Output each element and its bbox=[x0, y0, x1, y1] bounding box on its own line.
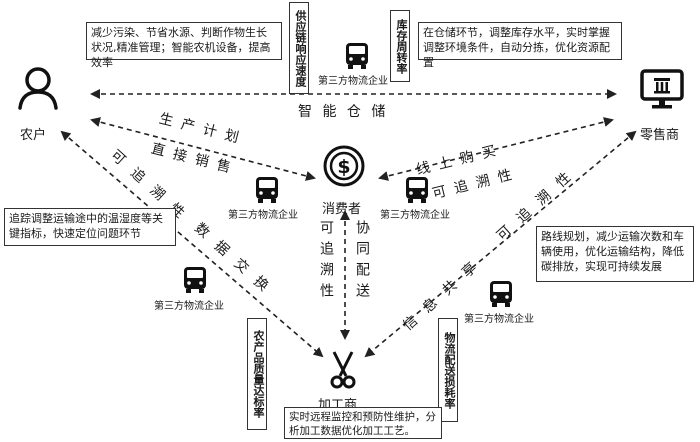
info-box-warehouse: 在仓储环节，调整库存水平，实时掌握调整环境条件，自动分拣，优化资源配置 bbox=[418, 22, 622, 69]
edge-label-coordinated-delivery: 协同配送 bbox=[354, 220, 370, 304]
logistics-label-left-upper: 第三方物流企业 bbox=[228, 210, 298, 221]
info-box-tracking: 追踪调整运输途中的温湿度等关键指标，快速定位问题环节 bbox=[4, 208, 176, 246]
edge-farmer-processor bbox=[60, 130, 324, 358]
node-retailer-label: 零售商 bbox=[640, 128, 680, 143]
logistics-label-left-lower: 第三方物流企业 bbox=[154, 301, 224, 312]
logistics-label-top: 第三方物流企业 bbox=[318, 76, 388, 87]
metric-logistics-loss: 物流配送损耗率 bbox=[438, 318, 458, 422]
svg-text:$: $ bbox=[337, 156, 350, 178]
info-box-farmer: 减少污染、节省水源、判断作物生长状况,精准管理；智能农机设备，提高效率 bbox=[86, 22, 282, 69]
edge-label-traceability-center: 可追溯性 bbox=[318, 220, 334, 304]
logistics-label-right: 第三方物流企业 bbox=[464, 314, 534, 325]
bus-icon bbox=[490, 281, 512, 307]
info-box-processing: 实时远程监控和预防性维护，分析加工数据优化加工工艺。 bbox=[284, 407, 442, 439]
monitor-icon bbox=[640, 69, 684, 109]
metric-supply-chain-speed: 供应链响应速度 bbox=[289, 2, 309, 94]
edge-label-smart-warehouse: 智 能 仓 储 bbox=[298, 104, 389, 120]
bus-icon bbox=[256, 177, 278, 203]
info-box-route: 路线规划，减少运输次数和车辆使用，优化运输结构，降低碳排放，实现可持续发展 bbox=[536, 226, 694, 282]
dollar-coin-icon: $ bbox=[323, 145, 365, 187]
bus-icon bbox=[346, 43, 368, 69]
edge-retailer-processor bbox=[364, 130, 637, 358]
logistics-label-center: 第三方物流企业 bbox=[380, 210, 450, 221]
metric-inventory-turnover: 库存周转率 bbox=[390, 10, 410, 82]
node-consumer-label: 消费者 bbox=[322, 202, 362, 217]
metric-product-quality: 农产品质量达标率 bbox=[247, 318, 267, 430]
bus-icon bbox=[406, 177, 428, 203]
node-farmer-label: 农户 bbox=[20, 128, 47, 143]
person-icon bbox=[18, 67, 58, 110]
bus-icon bbox=[184, 267, 206, 293]
scissors-icon bbox=[330, 351, 356, 389]
